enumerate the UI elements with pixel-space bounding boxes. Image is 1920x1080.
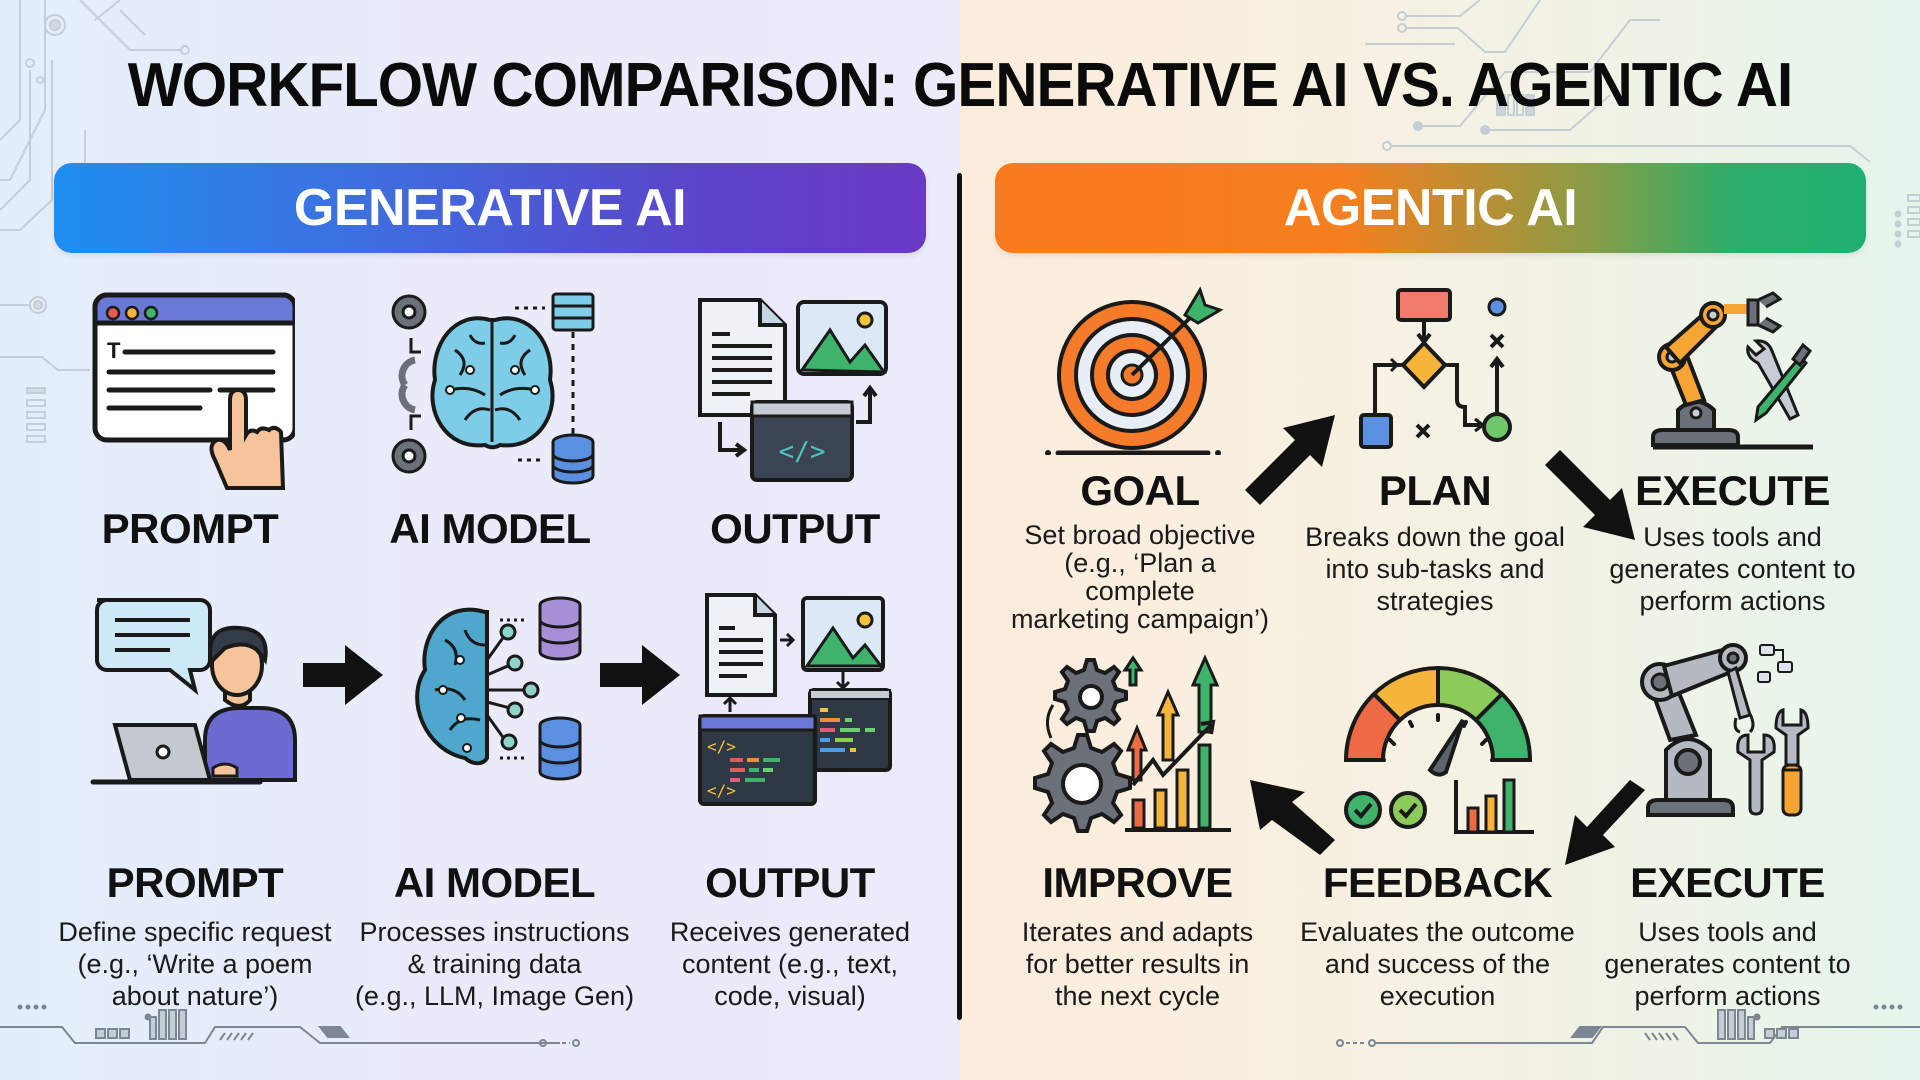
footer-circuit-right	[1336, 1004, 1920, 1047]
agentic-improve: IMPROVE Iterates and adapts for better r…	[1010, 640, 1265, 1020]
brain-circuit-database-icon	[414, 596, 581, 781]
step-label: PROMPT	[101, 505, 279, 552]
step-description: Evaluates the outcome and success of the…	[1300, 917, 1575, 1011]
section-divider	[957, 173, 962, 1020]
gen-flow-ai-model: AI MODEL Processes instructions & traini…	[352, 590, 637, 1011]
agentic-ai-header: AGENTIC AI	[995, 163, 1866, 253]
right-arrow-icon	[303, 645, 383, 705]
step-label: EXECUTE	[1630, 859, 1825, 906]
flowchart-icon	[1359, 288, 1512, 449]
svg-text:</>: </>	[779, 437, 826, 467]
step-description: Iterates and adapts for better results i…	[1021, 917, 1254, 1011]
brain-gears-database-icon	[391, 292, 595, 485]
agentic-execute-top: EXECUTE Uses tools and generates content…	[1600, 285, 1865, 616]
gen-overview-output: </> OUTPUT	[675, 290, 915, 560]
step-description: Set broad objective (e.g., ‘Plan a compl…	[1010, 520, 1270, 634]
gears-growth-chart-icon	[1032, 654, 1231, 833]
step-label: EXECUTE	[1635, 467, 1830, 514]
person-laptop-speech-icon	[90, 598, 297, 785]
step-label: PLAN	[1378, 467, 1492, 514]
svg-text:T: T	[107, 338, 121, 363]
generative-ai-header: GENERATIVE AI	[54, 163, 926, 253]
agentic-goal: GOAL Set broad objective (e.g., ‘Plan a …	[1010, 285, 1270, 633]
step-description: Uses tools and generates content to perf…	[1604, 917, 1851, 1011]
step-label: AI MODEL	[393, 859, 596, 906]
step-label: OUTPUT	[710, 505, 880, 552]
step-description: Receives generated content (e.g., text, …	[669, 917, 911, 1011]
up-left-arrow-icon	[1250, 780, 1335, 855]
agentic-plan: PLAN Breaks down the goal into sub-tasks…	[1300, 285, 1570, 616]
right-arrow-icon	[600, 645, 680, 705]
svg-text:</>: </>	[707, 737, 736, 756]
gauge-checkmarks-icon	[1343, 665, 1534, 834]
target-arrow-icon	[1045, 286, 1224, 455]
browser-window-hand-icon: T	[92, 292, 295, 490]
document-image-code-windows-icon: </> </>	[698, 593, 892, 806]
circuit-decoration-top-left	[0, 0, 190, 231]
step-description: Processes instructions & training data (…	[354, 917, 635, 1011]
footer-circuit-left	[0, 1004, 580, 1047]
step-label: AI MODEL	[389, 505, 591, 552]
circuit-decoration-right	[1894, 194, 1920, 248]
down-right-arrow-icon	[1545, 450, 1635, 540]
up-right-arrow-icon	[1245, 415, 1335, 505]
step-label: FEEDBACK	[1322, 859, 1553, 906]
agentic-execute-bottom: EXECUTE Uses tools and generates content…	[1595, 640, 1860, 1020]
down-left-arrow-icon	[1565, 780, 1645, 865]
circuit-decoration-top-right	[1365, 0, 1871, 189]
gen-flow-prompt: PROMPT Define specific request (e.g., ‘W…	[50, 590, 340, 1011]
gen-overview-prompt: T PROMPT	[70, 290, 310, 560]
robot-arm-wrenches-icon	[1639, 643, 1810, 817]
step-label: OUTPUT	[705, 859, 875, 906]
agentic-feedback: FEEDBACK Evaluates the outcome and succe…	[1300, 640, 1575, 1020]
step-label: PROMPT	[106, 859, 284, 906]
step-label: GOAL	[1080, 467, 1200, 514]
page-title: WORKFLOW COMPARISON: GENERATIVE AI VS. A…	[127, 51, 1793, 120]
document-image-code-icon: </>	[698, 298, 888, 482]
gen-flow-output: </> </> OUTPUT Receives generated conten…	[655, 590, 925, 1011]
step-description: Define specific request (e.g., ‘Write a …	[58, 917, 332, 1011]
step-description: Uses tools and generates content to perf…	[1609, 522, 1856, 616]
robot-arm-tools-icon	[1650, 291, 1813, 450]
gen-overview-ai-model: AI MODEL	[370, 290, 610, 560]
svg-text:</>: </>	[707, 781, 736, 800]
circuit-decoration-left	[0, 296, 90, 443]
step-description: Breaks down the goal into sub-tasks and …	[1305, 522, 1565, 616]
step-label: IMPROVE	[1042, 859, 1233, 906]
